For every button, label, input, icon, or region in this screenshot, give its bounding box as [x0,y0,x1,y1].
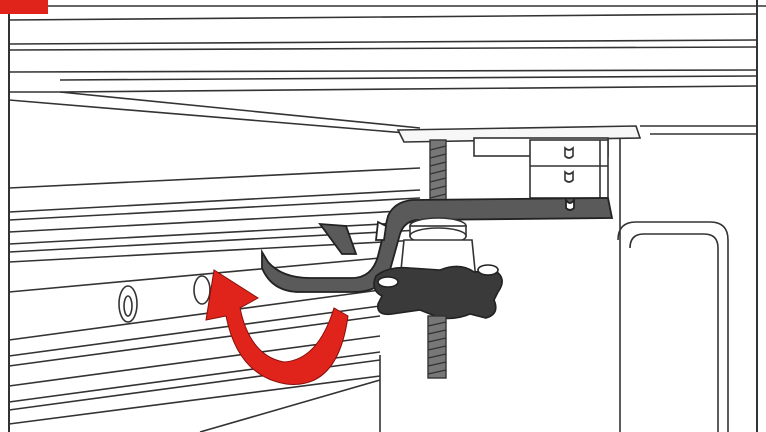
page-marker-tab [0,0,48,14]
star-knob [373,264,503,320]
rail-slot-holes [118,275,211,323]
instruction-caption [8,414,758,432]
side-panel [379,221,729,432]
table-underside [8,91,757,432]
rotation-arrow-icon [205,269,349,385]
threaded-rod-lower [427,315,447,379]
frame-border [8,0,758,432]
bracket-arm [261,197,614,293]
table-top-panel [0,5,766,93]
mounting-plate [396,125,642,199]
